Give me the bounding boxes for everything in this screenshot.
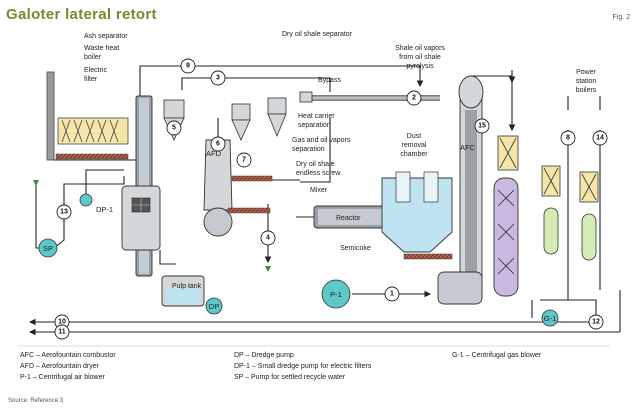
stream-number: 1: [390, 291, 394, 298]
pulp-tank: [161, 275, 205, 307]
afd-label: AFD: [206, 149, 222, 158]
reactor-label: Reactor: [336, 215, 361, 222]
dust-removal-label-2: removal: [402, 142, 427, 149]
scrubber-green-2: [581, 213, 597, 261]
heat-carrier-label-2: separation: [298, 122, 331, 129]
stream-number: 14: [596, 135, 604, 142]
electric-filter-label-2: filter: [84, 76, 98, 83]
heat-carrier-label-1: Heat carrier: [298, 113, 335, 120]
pump-sp-icon: [38, 238, 58, 258]
bypass-valve: [299, 91, 313, 103]
power-station-label-3: boilers: [576, 87, 597, 94]
dry-oil-shale-separator-label: Dry oil shale separator: [282, 31, 353, 38]
stream-number: 15: [478, 123, 486, 130]
legend-dp: DP – Dredge pump: [234, 352, 294, 359]
shale-oil-vapors-label-3: pyrolysis: [406, 63, 434, 70]
heat-exchanger-3: [579, 171, 599, 203]
sp-label: SP: [43, 244, 53, 253]
dust-removal-chamber: [381, 171, 453, 260]
reactor: [296, 205, 393, 229]
dry-oil-shale-screw-label-2: endless screw: [296, 170, 341, 177]
shale-oil-vapors-label-2: from oil shale: [399, 54, 441, 61]
conveyor-2: [227, 207, 271, 214]
g1-label: G-1: [544, 314, 557, 323]
source-note: Source: Reference 3: [8, 398, 64, 404]
legend-sp: SP – Pump for settled recycle water: [234, 374, 346, 381]
waste-heat-boiler-label-2: boiler: [84, 54, 102, 61]
stream-number: 4: [266, 235, 270, 242]
electric-filter-label-1: Electric: [84, 67, 107, 74]
power-station-label-1: Power: [576, 69, 597, 76]
p1-label: P-1: [330, 290, 342, 299]
legend-p1: P-1 – Centrifugal air blower: [20, 374, 105, 381]
dry-oil-shale-separator: [231, 103, 251, 141]
stream-number: 8: [566, 135, 570, 142]
afc-label: AFC: [460, 143, 476, 152]
gas-oil-vapors-label-2: separation: [292, 146, 325, 153]
legend-dp1: DP-1 – Small dredge pump for electric fi…: [234, 363, 372, 370]
diagram-title: Galoter lateral retort: [6, 6, 157, 23]
heat-exchanger-2: [541, 165, 561, 197]
dry-oil-shale-screw-label-1: Dry oil shale: [296, 161, 335, 168]
gas-oil-vapors-label-1: Gas and oil vapors: [292, 137, 351, 144]
dp-label: DP: [209, 302, 219, 311]
heat-exchanger-1: [497, 135, 519, 171]
semicoke-label: Semicoke: [340, 245, 371, 252]
pump-dp-icon: [205, 297, 223, 315]
shale-oil-vapors-label-1: Shale oil vapors: [395, 45, 445, 52]
electric-filter: [55, 117, 129, 160]
dp1-label: DP-1: [96, 205, 113, 214]
stream-number: 10: [58, 319, 66, 326]
ash-separator-label: Ash separator: [84, 33, 128, 40]
mixer-label: Mixer: [310, 187, 328, 194]
waste-heat-boiler: [121, 95, 161, 277]
stream-number: 11: [58, 329, 66, 336]
conveyor-1: [231, 175, 273, 182]
stream-number: 7: [242, 157, 246, 164]
pulp-tank-label: Pulp tank: [172, 283, 202, 290]
legend-g1: G-1 – Centrifugal gas blower: [452, 352, 542, 359]
drain-marker-2: [265, 266, 271, 272]
stream-number: 9: [186, 63, 190, 70]
stream-number: 2: [412, 95, 416, 102]
power-station-label-2: station: [576, 78, 597, 85]
dust-removal-label-1: Dust: [407, 133, 421, 140]
bypass-label: Bypass: [318, 77, 341, 84]
legend-afd: AFD – Aerofountain dryer: [20, 363, 99, 370]
stream-number: 3: [216, 75, 220, 82]
scrubber-column: [493, 177, 519, 297]
stream-number: 5: [172, 125, 176, 132]
blower-p1-icon: [321, 279, 351, 309]
pump-dp1-icon: [79, 193, 93, 207]
scrubber-green-1: [543, 207, 559, 255]
aerofountain-combustor: [437, 75, 484, 305]
drain-marker-1: [33, 180, 39, 186]
stream-number: 13: [60, 209, 68, 216]
figure-label: Fig. 2: [612, 14, 630, 21]
chimney: [46, 71, 55, 161]
stream-numbers: 1 2 3 4 5 6 7 8 9 10 11 12 13: [54, 58, 608, 340]
stream-number: 6: [216, 141, 220, 148]
blower-g1-icon: [541, 309, 559, 327]
legend-afc: AFC – Aerofountain combustor: [20, 352, 116, 359]
heat-carrier-separation: [267, 97, 287, 138]
waste-heat-boiler-label-1: Waste heat: [84, 45, 119, 52]
dust-removal-label-3: chamber: [400, 151, 428, 158]
stream-number: 12: [592, 319, 600, 326]
